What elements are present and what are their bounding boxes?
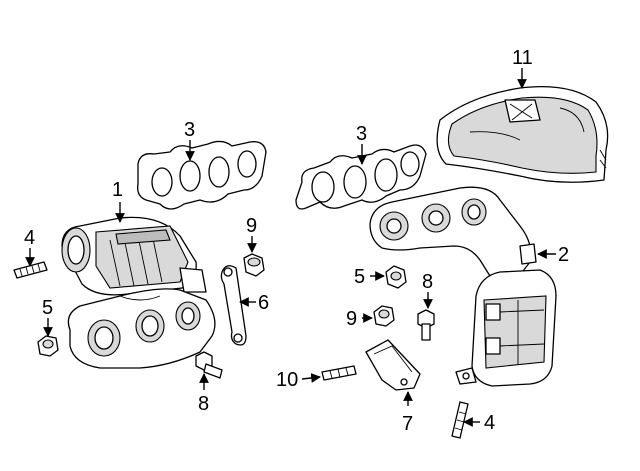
heat-shield-part-11 <box>436 85 609 183</box>
callout-5-right: 5 <box>354 266 365 288</box>
bracket-part-7 <box>365 339 421 391</box>
callout-8-left: 8 <box>198 393 209 415</box>
callout-labels: 1 2 3 3 4 4 5 5 6 7 8 8 9 9 10 11 <box>24 47 569 435</box>
nut-right-part-5 <box>385 265 407 289</box>
gasket-left-part-3 <box>137 140 267 210</box>
callout-5-left: 5 <box>42 297 53 319</box>
callout-9-left: 9 <box>246 215 257 237</box>
callout-8-right: 8 <box>422 271 433 293</box>
exhaust-manifold-right <box>369 186 537 285</box>
callout-9-right: 9 <box>346 308 357 330</box>
callout-3-left: 3 <box>184 119 195 141</box>
nut-left-part-9 <box>243 253 265 277</box>
stud-right-part-4 <box>451 401 469 439</box>
callout-11: 11 <box>512 47 533 69</box>
callout-6: 6 <box>258 292 269 314</box>
nut-right-part-9 <box>373 305 395 327</box>
stud-part-10 <box>321 365 357 381</box>
callout-10: 10 <box>276 369 298 391</box>
gasket-right-part-3 <box>295 144 427 210</box>
catalytic-converter-right <box>455 269 557 387</box>
callout-1: 1 <box>112 179 123 201</box>
catalytic-converter-part-1 <box>61 216 207 296</box>
nut-left-part-5 <box>37 335 59 357</box>
callout-4-right: 4 <box>484 412 495 434</box>
leader-lines <box>25 68 556 427</box>
bolt-right-part-8 <box>417 309 435 341</box>
callout-2: 2 <box>558 244 569 266</box>
bolt-left-part-8 <box>195 351 223 379</box>
callout-4-left: 4 <box>24 227 35 249</box>
callout-3-right: 3 <box>356 123 367 145</box>
exhaust-manifold-left <box>67 288 216 369</box>
callout-7: 7 <box>402 413 413 435</box>
bracket-part-6 <box>220 265 247 346</box>
